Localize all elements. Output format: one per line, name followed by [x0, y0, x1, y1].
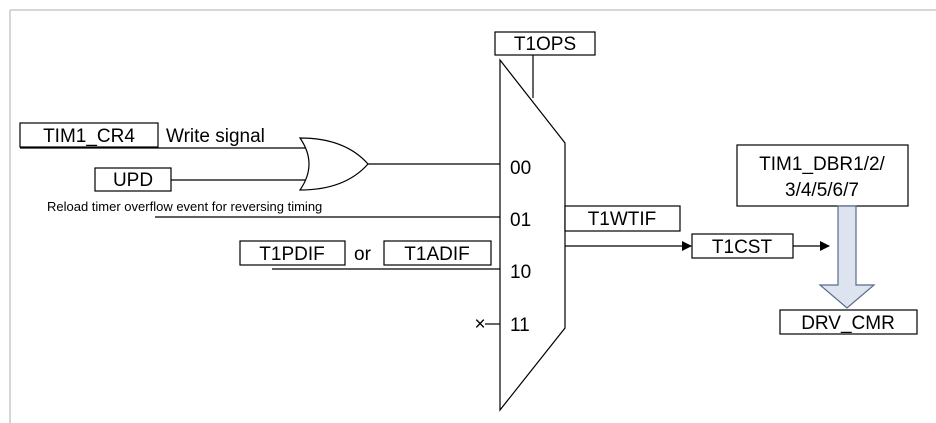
- tim1-dbr-label-line1: TIM1_DBR1/2/: [759, 154, 885, 175]
- t1wtif-label: T1WTIF: [588, 209, 657, 230]
- tim1-dbr-box: TIM1_DBR1/2/ 3/4/5/6/7: [736, 144, 909, 207]
- tim1-dbr-label-line2: 3/4/5/6/7: [785, 180, 859, 201]
- write-signal-label: Write signal: [166, 126, 265, 147]
- nc-mark: ×: [474, 314, 485, 335]
- tim1-cr4-label: TIM1_CR4: [43, 126, 135, 147]
- t1adif-box: T1ADIF: [383, 240, 492, 266]
- tim1-cr4-box: TIM1_CR4: [19, 122, 159, 148]
- t1pdif-box: T1PDIF: [239, 240, 346, 266]
- mux-port-11: 11: [510, 315, 530, 336]
- t1adif-label: T1ADIF: [404, 244, 469, 265]
- upd-label: UPD: [113, 170, 153, 191]
- outer-frame: [9, 9, 936, 423]
- multiplexer: [499, 58, 566, 412]
- or-gate: [298, 137, 369, 191]
- t1cst-box: T1CST: [691, 233, 794, 259]
- t1ops-box: T1OPS: [494, 31, 596, 56]
- drv-cmr-label: DRV_CMR: [801, 313, 895, 334]
- t1ops-label: T1OPS: [514, 34, 576, 55]
- upd-box: UPD: [94, 167, 172, 192]
- mux-port-01: 01: [510, 210, 531, 231]
- dbr-to-cmr-arrow: [818, 205, 876, 309]
- reload-event-label: Reload timer overflow event for reversin…: [47, 199, 322, 214]
- mux-port-10: 10: [510, 262, 531, 283]
- mux-port-00: 00: [510, 158, 531, 179]
- drv-cmr-box: DRV_CMR: [779, 309, 918, 335]
- t1cst-label: T1CST: [712, 237, 773, 258]
- t1wtif-box: T1WTIF: [564, 205, 681, 232]
- or-word-label: or: [354, 244, 372, 265]
- t1pdif-label: T1PDIF: [259, 244, 324, 265]
